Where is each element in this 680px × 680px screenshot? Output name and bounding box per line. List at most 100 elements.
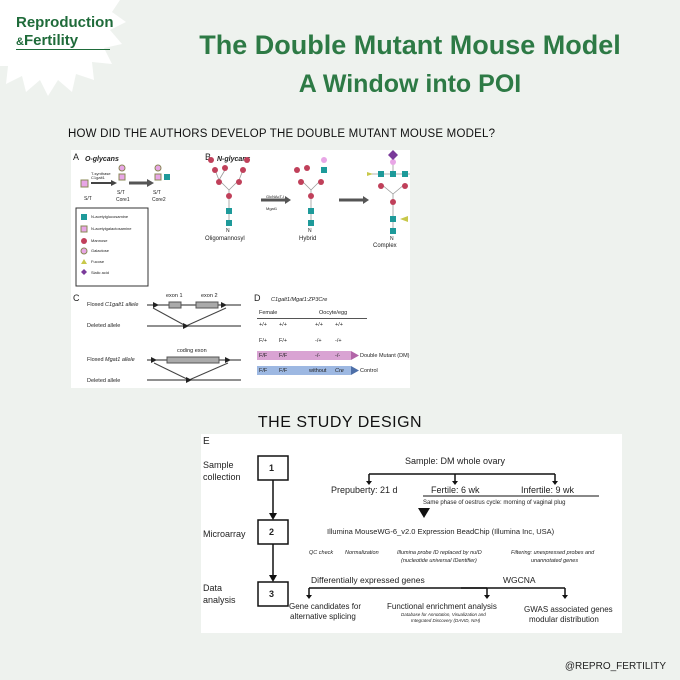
sample-text: Sample: DM whole ovary bbox=[405, 456, 506, 466]
panel-e-letter: E bbox=[203, 436, 210, 447]
d-dm-c1: F/F bbox=[259, 353, 268, 359]
panel-a-core1: Core1 bbox=[116, 197, 130, 203]
panel-d-letter: D bbox=[254, 293, 261, 303]
page-subtitle: A Window into POI bbox=[298, 70, 522, 98]
wgcna-text: WGCNA bbox=[503, 575, 536, 585]
d-ctrl-c4: Cre bbox=[335, 368, 344, 374]
logo-ampersand: & bbox=[16, 36, 24, 48]
panel-c-coding-exon: coding exon bbox=[177, 348, 207, 354]
panel-a-title: O-glycans bbox=[85, 156, 119, 163]
d-dm-c2: F/F bbox=[279, 353, 288, 359]
filter-text2: unannotated genes bbox=[531, 558, 579, 564]
panel-a-core2: Core2 bbox=[152, 197, 166, 203]
panel-c-floxed-mgat1-prefix: Floxed bbox=[87, 357, 104, 363]
page-title: The Double Mutant Mouse Model bbox=[199, 30, 621, 60]
d-r1-c1: +/+ bbox=[259, 322, 267, 328]
ctrl-row-bar bbox=[257, 366, 351, 375]
panel-c-deleted1: Deleted allele bbox=[87, 323, 121, 329]
d-ctrl-c1: F/F bbox=[259, 368, 268, 374]
panel-d-cross: C1galt1/Mgat1:ZP3Cre bbox=[271, 297, 328, 303]
panel-b-complex: Complex bbox=[373, 243, 397, 249]
infertile-text: Infertile: 9 wk bbox=[521, 485, 575, 495]
panel-c-letter: C bbox=[73, 293, 80, 303]
panel-a-letter: A bbox=[73, 152, 80, 162]
probe-text2: (nucleotide universal IDentifier) bbox=[401, 558, 477, 564]
study-design-lines bbox=[257, 455, 599, 607]
prepuberty-text: Prepuberty: 21 d bbox=[331, 485, 398, 495]
step2-label: Microarray bbox=[203, 529, 246, 539]
legend-galactose: Galactose bbox=[91, 248, 110, 253]
logo-line2-text: Fertility bbox=[23, 32, 79, 49]
david-text1: Database for Annotation, Visualization a… bbox=[401, 612, 486, 617]
gwas-text2: modular distribution bbox=[529, 615, 599, 624]
panel-b-n1: N bbox=[226, 228, 230, 234]
panel-b-oligo: Oligomannosyl bbox=[205, 236, 245, 242]
panel-c-exon1: exon 1 bbox=[166, 293, 183, 299]
panel-d-female: Female bbox=[259, 310, 278, 316]
david-text2: Integrated Discovery (DAVID, NIH) bbox=[411, 618, 481, 623]
chip-text: Illumina MouseWG-6_v2.0 Expression BeadC… bbox=[327, 527, 555, 536]
legend-galnac: N-acetylgalactosamine bbox=[91, 226, 132, 231]
panel-a-st3: S/T bbox=[153, 190, 161, 196]
deg-text: Differentially expressed genes bbox=[311, 575, 425, 585]
d-r2-c4: -/+ bbox=[335, 338, 342, 344]
qc-text: QC check bbox=[309, 550, 334, 556]
panel-b-enzyme2: Mgat1 bbox=[266, 206, 278, 211]
panel-d-divider bbox=[257, 318, 367, 319]
panel-b-letter: B bbox=[205, 152, 212, 162]
enrich-text: Functional enrichment analysis bbox=[387, 602, 497, 611]
panel-c-deleted2: Deleted allele bbox=[87, 378, 121, 384]
panel-a-st2: S/T bbox=[117, 190, 125, 196]
panel-d-oocyte: Oocyte/egg bbox=[319, 310, 348, 316]
panel-c-floxed-mgat1: Floxed Mgat1 allele bbox=[87, 357, 135, 363]
legend-glcnac: N-acetylglucosamine bbox=[91, 214, 129, 219]
panel-c-floxed-c1galt1-gene: C1galt1 allele bbox=[105, 302, 139, 308]
d-r1-c2: +/+ bbox=[279, 322, 287, 328]
step1-label: Sample collection bbox=[203, 460, 241, 482]
panel-a-st1: S/T bbox=[84, 196, 92, 202]
fertile-text: Fertile: 6 wk bbox=[431, 485, 480, 495]
step3-label: Data analysis bbox=[203, 583, 236, 605]
panel-b-title: N-glycans bbox=[217, 156, 251, 163]
legend-fucose: Fucose bbox=[91, 259, 105, 264]
panel-c-floxed-c1galt1-prefix: Floxed bbox=[87, 302, 104, 308]
panel-b-diagram bbox=[208, 150, 410, 234]
step2-number: 2 bbox=[269, 527, 275, 537]
panel-b-n2: N bbox=[308, 228, 312, 234]
panel-c-exon2: exon 2 bbox=[201, 293, 218, 299]
question-heading: HOW DID THE AUTHORS DEVELOP THE DOUBLE M… bbox=[68, 128, 496, 140]
panel-a-diagram bbox=[75, 164, 170, 287]
splicing-text2: alternative splicing bbox=[290, 612, 356, 621]
panel-c-floxed-mgat1-gene: Mgat1 allele bbox=[105, 357, 135, 363]
panel-b-n3: N bbox=[390, 236, 394, 242]
d-r2-c3: -/+ bbox=[315, 338, 322, 344]
filter-text: Filtering: unexpressed probes and bbox=[511, 550, 595, 556]
d-ctrl-c3: without bbox=[309, 368, 327, 374]
figure-panels-a-d: A O-glycans S/T T-synthase C1galt1 S/T C… bbox=[71, 150, 410, 388]
panel-b-hybrid: Hybrid bbox=[299, 236, 317, 242]
gwas-text1: GWAS associated genes bbox=[524, 605, 613, 614]
d-ctrl-label: Control bbox=[360, 368, 378, 374]
social-handle: @REPRO_FERTILITY bbox=[564, 661, 666, 672]
logo-line2: &Fertility bbox=[16, 32, 78, 49]
d-r1-c4: +/+ bbox=[335, 322, 343, 328]
d-r2-c1: F/+ bbox=[259, 338, 268, 344]
starburst-decoration bbox=[0, 0, 126, 96]
ctrl-arrow-icon bbox=[351, 366, 359, 375]
legend-sialic: Sialic acid bbox=[91, 270, 110, 275]
panel-c-floxed-c1galt1: Floxed C1galt1 allele bbox=[87, 302, 138, 308]
study-design-heading: THE STUDY DESIGN bbox=[257, 414, 423, 431]
d-dm-c4: -/- bbox=[335, 353, 341, 359]
panel-a-enzyme: T-synthase C1galt1 bbox=[91, 171, 111, 181]
probe-text: Illumina probe ID replaced by nuID bbox=[397, 550, 482, 556]
d-ctrl-c2: F/F bbox=[279, 368, 288, 374]
d-r2-c2: F/+ bbox=[279, 338, 288, 344]
logo-underline bbox=[16, 49, 110, 50]
panel-c-diagram bbox=[147, 301, 241, 383]
panel-b-enzyme1: GlcNAcT-I bbox=[266, 194, 285, 199]
d-r1-c3: +/+ bbox=[315, 322, 323, 328]
phase-note: Same phase of oestrus cycle: morning of … bbox=[423, 500, 566, 506]
step1-number: 1 bbox=[269, 463, 275, 473]
dm-arrow-icon bbox=[351, 351, 359, 360]
study-design-figure: E Sample collection Microarray Data anal… bbox=[201, 434, 622, 633]
